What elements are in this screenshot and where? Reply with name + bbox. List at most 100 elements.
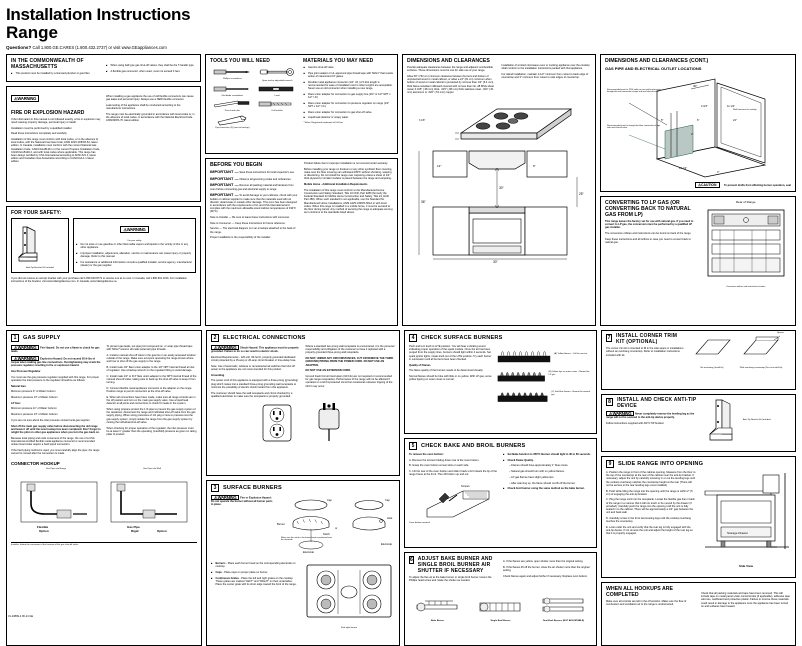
installer-note: Installer: Inform the consumer of the lo… xyxy=(11,541,197,546)
step-number: 1 xyxy=(11,334,19,342)
before-you-begin-title: BEFORE YOU BEGIN xyxy=(210,162,263,168)
connector-label: Gas Pipe into Range xyxy=(45,467,67,470)
power-plug-icon xyxy=(318,403,340,442)
safety-title: FOR YOUR SAFETY: xyxy=(11,210,62,216)
important-tag: IMPORTANT — xyxy=(210,169,239,174)
paragraph: Where a standard two-prong wall receptac… xyxy=(305,345,395,355)
tools-title: TOOLS YOU WILL NEED xyxy=(210,58,270,64)
important-text: Save these instructions for local inspec… xyxy=(239,171,295,174)
warning-line: ⚠WARNING Fire or Explosion Hazard: Do no… xyxy=(211,495,273,507)
paragraph: Check flames again and adjust further if… xyxy=(503,574,588,578)
paragraph: DO NOT, UNDER ANY CIRCUMSTANCES, CUT OR … xyxy=(305,357,394,367)
massachusetts-box: IN THE COMMONWEALTH OF MASSACHUSETTS Thi… xyxy=(6,54,201,82)
paragraph: Push and turn knob to LITE position. You… xyxy=(409,345,492,361)
paragraph: Note: Use of automatic, wireless or remo… xyxy=(211,364,295,372)
paragraph: Check that all packing materials and tap… xyxy=(701,592,790,608)
important-tag: IMPORTANT — xyxy=(210,192,239,198)
list-item: Liquid leak detector or soapy water. xyxy=(304,116,394,119)
paragraph: Provide adequate clearances between the … xyxy=(407,66,493,73)
paragraph: Leak testing of the appliance shall be c… xyxy=(106,103,181,110)
warning-triangle-icon: ⚠ xyxy=(14,345,18,350)
paragraph: When checking for proper operation of th… xyxy=(106,426,197,436)
clearance-elevation-icon: 30" 36" 25" 30" 13" 6" xyxy=(418,150,584,264)
svg-text:2": 2" xyxy=(691,132,693,136)
column-1: IN THE COMMONWEALTH OF MASSACHUSETTS Thi… xyxy=(6,54,201,326)
list-item: Flare union adapter for connection to pr… xyxy=(304,102,394,108)
paragraph: Product failure due to improper installa… xyxy=(304,162,389,165)
step-number: 6 xyxy=(409,556,414,564)
flame-quality-diagrams: (A) Yellow flames - Call for service xyxy=(497,345,592,403)
step-title: ELECTRICAL CONNECTIONS xyxy=(223,335,306,341)
gas-pipe-outlet-diagram: 30" 4 3/4" 6" 2" 5" 24" 11 1/2" 16 1/2" … xyxy=(605,73,791,183)
lp-orifice-caption: Conversion orifices and instructions loc… xyxy=(726,286,766,288)
warning-triangle-icon: ⚠ xyxy=(609,411,613,417)
yellow-tip-flames-icon xyxy=(497,372,545,382)
anti-tip-bracket-icon xyxy=(17,226,38,262)
paragraph: LP Gas: xyxy=(11,401,21,405)
tools-list: Phillips screwdriver Open xyxy=(210,66,300,130)
paragraph: A. Install a manual shut-off valve in th… xyxy=(106,353,196,364)
when-all-hookups-completed-box: WHEN ALL HOOKUPS ARE COMPLETED Make sure… xyxy=(601,582,796,646)
important-text: Remove all packing material and literatu… xyxy=(210,184,294,191)
connector-hookup-diagram: Gas Pipe into Range Gas Pipe into Wall F… xyxy=(11,468,197,542)
burner-exploded-icon: Cap Burner Cap Hole or Electrode Notch xyxy=(277,498,393,554)
paragraph: The range must be electrically grounded … xyxy=(106,112,195,122)
paragraph: To adjust the flue air at the bake burne… xyxy=(409,576,492,583)
dual-broil-burners-icon xyxy=(542,597,583,613)
safety-warning-badge: ⚠WARNING xyxy=(120,226,149,234)
massachusetts-title: IN THE COMMONWEALTH OF MASSACHUSETTS xyxy=(11,58,84,70)
warning-line: ⚠WARNING Explosion Hazard: Do not exceed… xyxy=(11,355,102,368)
drill-icon xyxy=(258,101,292,107)
paragraph: Before installing your range on linoleum… xyxy=(304,167,393,181)
for-your-safety-box: FOR YOUR SAFETY: Anti-Tip Bracket Kit In… xyxy=(6,206,201,326)
document-footer: 31-10899-4 06-14 GE xyxy=(8,615,34,618)
wall-clearance-label: Wall clearance for cooktop xyxy=(733,109,757,111)
warning-triangle-icon: ⚠ xyxy=(214,495,218,500)
step-8-anti-tip-device: 8 INSTALL AND CHECK ANTI-TIP DEVICE ⚠WAR… xyxy=(601,394,796,452)
tools-materials-box: TOOLS YOU WILL NEED MATERIALS YOU MAY NE… xyxy=(205,54,398,154)
final-title: WHEN ALL HOOKUPS ARE COMPLETED xyxy=(606,586,673,598)
list-item: Flexible metal appliance connector (1/2"… xyxy=(304,81,394,91)
outlet-callout-label: Recommended area for 120V outlet on rear… xyxy=(607,89,661,94)
tool-label: Level xyxy=(274,95,280,97)
svg-text:Screws: Screws xyxy=(461,484,470,488)
warning-text: Fire Hazard: Do not use a flame to check… xyxy=(11,346,100,354)
paragraph: DO NOT USE AN EXTENSION CORD. xyxy=(305,369,351,373)
flame-caption: (C) Soft blue flames - Normal for natura… xyxy=(551,391,591,396)
fire-explosion-warning-box: ⚠WARNING FIRE OR EXPLOSION HAZARD If the… xyxy=(6,85,201,202)
yellow-flames-icon xyxy=(497,351,551,363)
dimensions-cont-title: DIMENSIONS AND CLEARANCES (CONT.) xyxy=(605,58,709,64)
tool-item: Drill and bit xyxy=(255,98,300,113)
paragraph: A. Remove the screws holding down rear o… xyxy=(409,458,480,462)
paragraph: Maximum pressure 13" of Water Column xyxy=(11,396,58,400)
list-item: When using ball type gas shut-off valves… xyxy=(106,64,196,67)
paragraph: C. Plug the range cord into the receptac… xyxy=(606,498,695,515)
pipe-wrench-icon xyxy=(217,115,247,126)
sub-item: – Natural gas should burn with no yellow… xyxy=(509,470,565,474)
tool-label: Phillips screwdriver xyxy=(223,78,242,80)
spacer-label: Spacer xyxy=(777,332,784,334)
lp-conversion-title: CONVERTING TO LP GAS (OR CONVERTING BACK… xyxy=(605,200,691,218)
pencil-ruler-icon xyxy=(214,100,250,108)
warning-triangle-icon: ⚠ xyxy=(14,355,18,361)
important-text: Observe all governing codes and ordinanc… xyxy=(239,177,292,181)
lp-conversion-box: CONVERTING TO LP GAS (OR CONVERTING BACK… xyxy=(600,196,796,326)
svg-text:25": 25" xyxy=(579,192,584,196)
warning-triangle-icon: ⚠ xyxy=(123,227,127,233)
step-number: 7 xyxy=(606,334,613,342)
connector-hookup-title: CONNECTOR HOOKUP xyxy=(11,460,60,466)
column-3: DIMENSIONS AND CLEARANCES Provide adequa… xyxy=(402,54,596,326)
steps-section-row: 1 GAS SUPPLY ⚠WARNING Fire Hazard: Do no… xyxy=(6,330,796,646)
note-item: Service — The electrical diagram is in a… xyxy=(210,227,296,234)
flame-caption: (A) Yellow flames - Call for service xyxy=(554,352,588,355)
tool-item: Phillips screwdriver xyxy=(210,66,255,83)
paragraph: Installation of a listed microwave oven … xyxy=(501,64,590,71)
trim-caption: With overhang countertop (Do not install… xyxy=(739,367,783,369)
svg-text:Burner: Burner xyxy=(277,522,285,526)
svg-text:Hole: Hole xyxy=(387,516,393,520)
step-title: ADJUST BAKE BURNER AND SINGLE BROIL BURN… xyxy=(417,556,493,574)
warning-line: ⚠WARNING Never completely remove the lev… xyxy=(606,411,702,419)
paragraph: When installing a gas appliance the use … xyxy=(106,94,194,101)
tool-label: Drill and bit xyxy=(271,110,283,112)
step-3-surface-burners: 3 SURFACE BURNERS ⚠WARNING Fire or Explo… xyxy=(206,480,400,646)
